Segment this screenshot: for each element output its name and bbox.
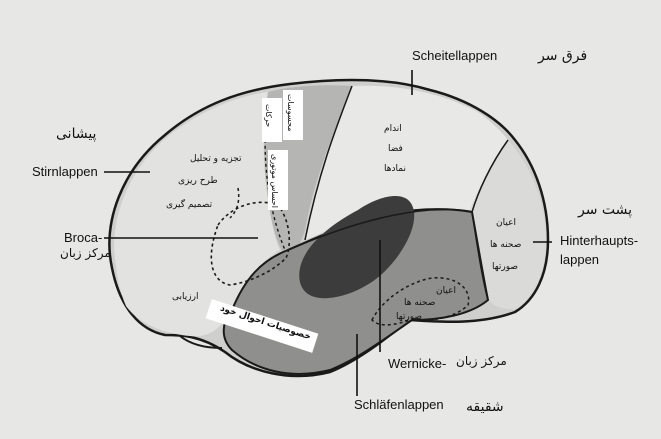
temporal-label-3: صورتها bbox=[396, 312, 422, 322]
frontal-label-1: تجزيه و تحليل bbox=[190, 154, 242, 164]
scheitellappen-label: Scheitellappen bbox=[412, 48, 497, 63]
farq-sar-label: فرق سر bbox=[538, 48, 587, 64]
temporal-label-1: اعيان bbox=[436, 286, 456, 296]
frontal-label-3: تصميم گيری bbox=[166, 200, 212, 210]
broca-label: Broca- bbox=[64, 230, 102, 245]
occipital-label-3: صورتها bbox=[492, 262, 518, 272]
occipital-label-1: اعيان bbox=[496, 218, 516, 228]
hinterhaupts-label-1: Hinterhaupts- bbox=[560, 233, 638, 248]
parietal-label-2: فضا bbox=[388, 144, 403, 154]
broca-fa-label: مرکز زبان bbox=[60, 246, 111, 260]
hinterhaupts-label-2: lappen bbox=[560, 252, 599, 267]
wernicke-fa-label: مرکز زبان bbox=[456, 354, 507, 368]
stirnlappen-label: Stirnlappen bbox=[32, 164, 98, 179]
sensory-left-label: احساس موتوری bbox=[270, 154, 279, 208]
peshani-label: پيشانی bbox=[56, 126, 96, 142]
motor-label: حرکات bbox=[264, 104, 273, 127]
schlaefenlappen-label: Schläfenlappen bbox=[354, 397, 444, 412]
parietal-label-3: نمادها bbox=[384, 164, 406, 174]
occipital-label-2: صحنه ها bbox=[490, 240, 521, 250]
frontal-lower-label: ارزیابی bbox=[172, 292, 198, 302]
wernicke-label: Wernicke- bbox=[388, 356, 446, 371]
parietal-label-1: اندام bbox=[384, 124, 402, 134]
frontal-label-2: طرح ریزی bbox=[178, 176, 218, 186]
posht-sar-label: پشت سر bbox=[578, 202, 632, 218]
temporal-label-2: صحنه ها bbox=[404, 298, 435, 308]
shaqiqe-label: شقیقه bbox=[466, 399, 504, 415]
sensory-top-label: محسوسات bbox=[286, 94, 295, 131]
